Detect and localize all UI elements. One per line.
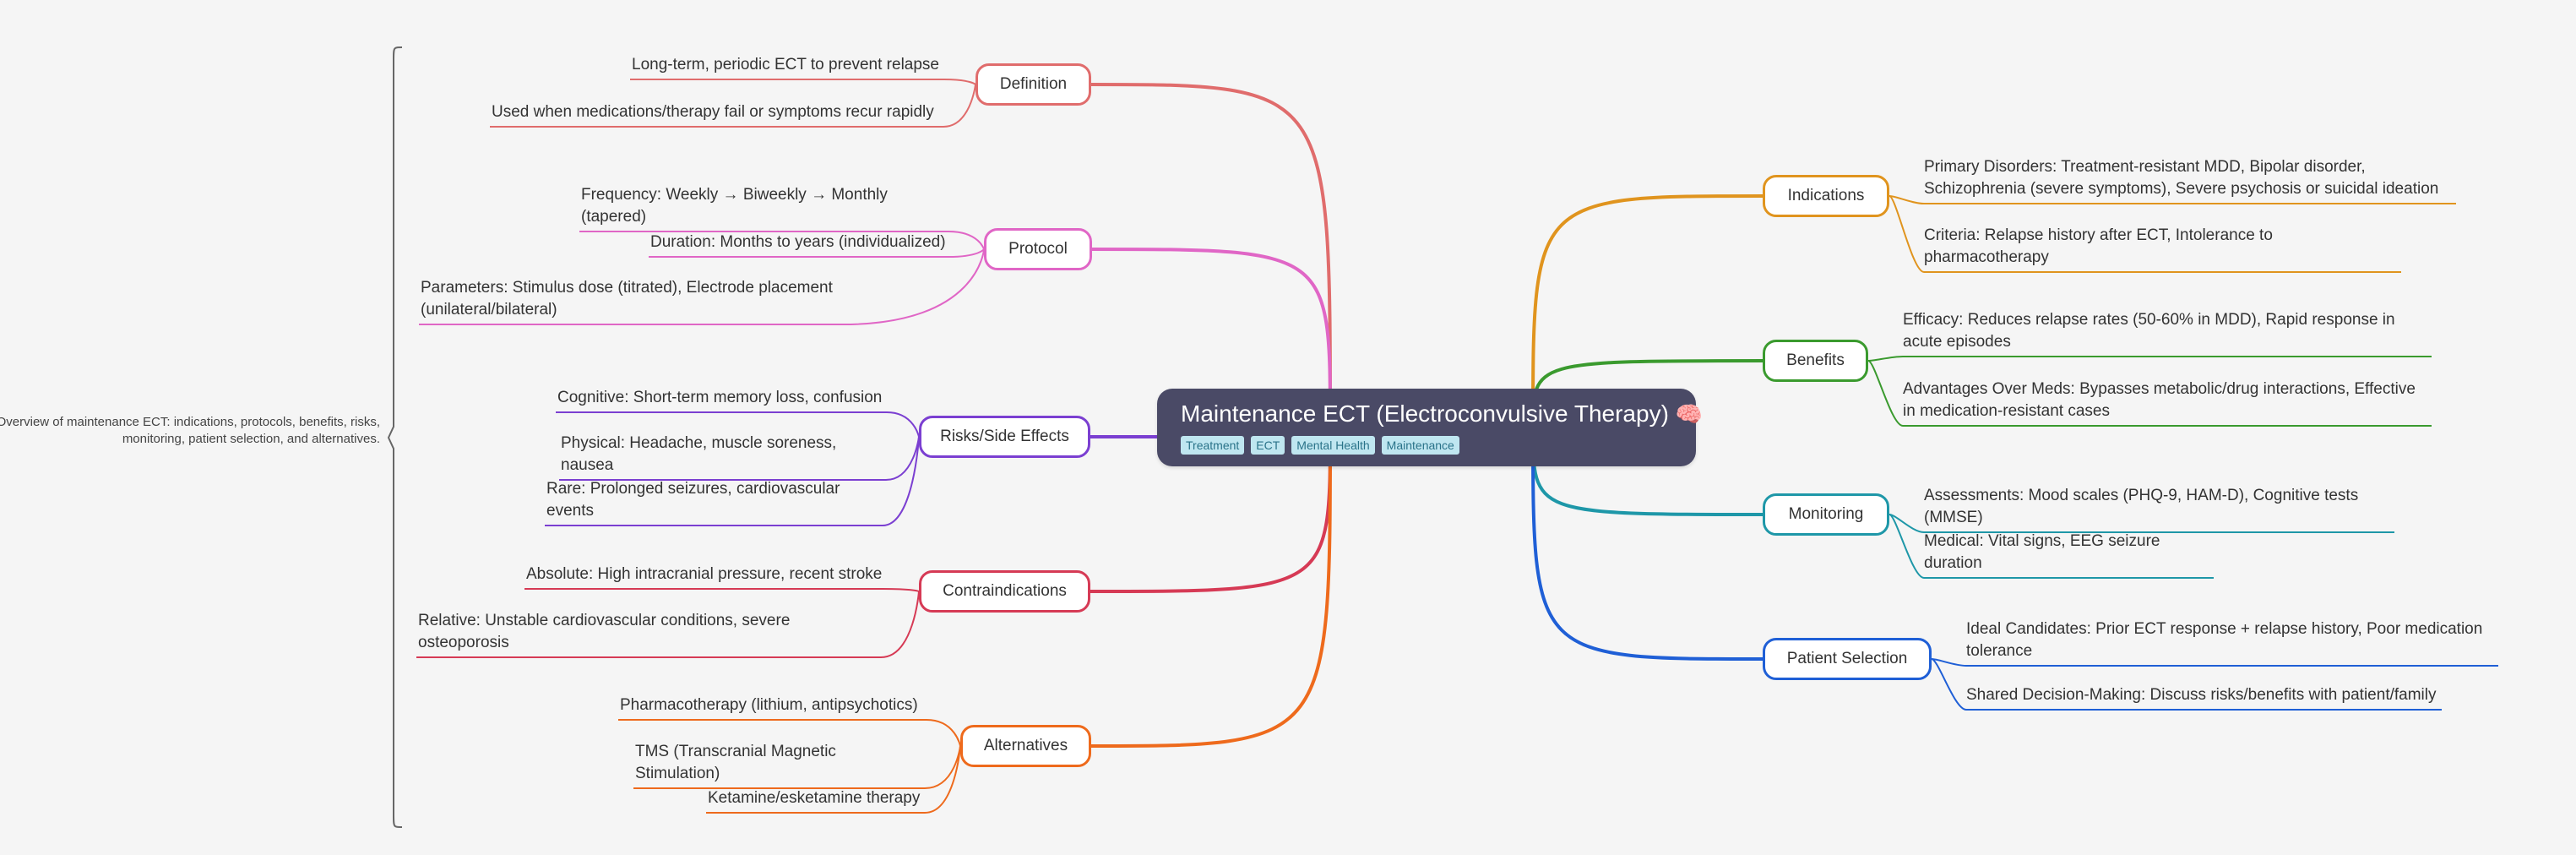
tag-list: Treatment ECT Mental Health Maintenance [1181, 436, 1672, 455]
tag: Mental Health [1291, 436, 1375, 455]
tag: Treatment [1181, 436, 1245, 455]
leaf-risks[interactable]: Rare: Prolonged seizures, cardiovascular… [546, 480, 840, 520]
branch-label: Indications [1787, 187, 1865, 204]
leaf-patient-selection[interactable]: Ideal Candidates: Prior ECT response + r… [1966, 620, 2483, 660]
leaf-connector [545, 436, 920, 526]
summary-bracket [387, 46, 403, 828]
leaf-protocol[interactable]: Duration: Months to years (individualize… [650, 233, 946, 251]
branch-label: Benefits [1786, 351, 1845, 369]
branch-monitoring[interactable]: Monitoring [1763, 493, 1889, 536]
leaf-risks[interactable]: Physical: Headache, muscle soreness, nau… [561, 434, 837, 474]
leaf-connector [1867, 356, 2432, 362]
leaf-benefits[interactable]: Advantages Over Meds: Bypasses metabolic… [1903, 380, 2416, 420]
tag: ECT [1251, 436, 1285, 455]
leaf-alternatives[interactable]: TMS (Transcranial Magnetic Stimulation) [635, 743, 836, 782]
leaf-connector [1867, 360, 2432, 427]
branch-label: Monitoring [1788, 505, 1864, 523]
leaf-definition[interactable]: Long-term, periodic ECT to prevent relap… [632, 56, 939, 74]
leaf-indications[interactable]: Criteria: Relapse history after ECT, Int… [1924, 226, 2273, 266]
leaf-connector [419, 248, 985, 325]
leaf-alternatives[interactable]: Ketamine/esketamine therapy [708, 789, 921, 807]
leaf-contraindications[interactable]: Absolute: High intracranial pressure, re… [526, 565, 883, 583]
branch-indications[interactable]: Indications [1763, 175, 1889, 217]
leaf-indications[interactable]: Primary Disorders: Treatment-resistant M… [1924, 158, 2439, 198]
leaf-contraindications[interactable]: Relative: Unstable cardiovascular condit… [418, 612, 791, 651]
branch-label: Risks/Side Effects [940, 428, 1069, 445]
branch-label: Patient Selection [1786, 650, 1908, 667]
leaf-connector [556, 411, 920, 438]
branch-connector [1091, 248, 1332, 428]
leaf-connector [1931, 658, 2498, 667]
root-title: Maintenance ECT (Electroconvulsive Thera… [1181, 399, 1703, 429]
leaf-alternatives[interactable]: Pharmacotherapy (lithium, antipsychotics… [620, 696, 918, 714]
branch-benefits[interactable]: Benefits [1763, 340, 1868, 382]
leaf-patient-selection[interactable]: Shared Decision-Making: Discuss risks/be… [1966, 686, 2437, 704]
leaf-protocol[interactable]: Frequency: Weekly → Biweekly → Monthly (… [581, 186, 888, 226]
leaf-connector [524, 588, 920, 592]
branch-connector [1090, 83, 1332, 428]
branch-connector [1090, 427, 1332, 748]
summary-note: Overview of maintenance ECT: indications… [0, 415, 380, 446]
leaf-connector [1931, 658, 2442, 711]
leaf-connector [1889, 514, 2394, 533]
leaf-connector [618, 719, 961, 747]
branch-patient-selection[interactable]: Patient Selection [1763, 638, 1932, 680]
brain-icon: 🧠 [1675, 401, 1704, 427]
branch-label: Alternatives [983, 737, 1068, 754]
branch-label: Contraindications [943, 582, 1067, 600]
leaf-definition[interactable]: Used when medications/therapy fail or sy… [492, 103, 934, 121]
leaf-connector [579, 231, 985, 250]
leaf-connector [1889, 514, 2214, 579]
leaf-connector [1889, 195, 2456, 204]
branch-contraindications[interactable]: Contraindications [919, 570, 1090, 613]
leaf-connector [1889, 195, 2401, 273]
leaf-monitoring[interactable]: Assessments: Mood scales (PHQ-9, HAM-D),… [1924, 487, 2359, 526]
branch-connector [1531, 194, 1764, 428]
branch-label: Protocol [1008, 240, 1068, 258]
root-topic[interactable]: Maintenance ECT (Electroconvulsive Thera… [1157, 389, 1703, 466]
branch-risks[interactable]: Risks/Side Effects [919, 416, 1090, 458]
leaf-risks[interactable]: Cognitive: Short-term memory loss, confu… [557, 389, 883, 406]
branch-protocol[interactable]: Protocol [984, 228, 1092, 270]
branch-connector [1531, 427, 1764, 661]
leaf-connector [416, 591, 920, 658]
branch-label: Definition [999, 75, 1068, 93]
leaf-protocol[interactable]: Parameters: Stimulus dose (titrated), El… [421, 279, 833, 319]
branch-alternatives[interactable]: Alternatives [960, 725, 1091, 767]
leaf-benefits[interactable]: Efficacy: Reduces relapse rates (50-60% … [1903, 311, 2395, 351]
leaf-connector [630, 79, 976, 85]
branch-definition[interactable]: Definition [976, 63, 1091, 106]
leaf-connector [490, 84, 976, 128]
leaf-connector [706, 745, 961, 814]
tag: Maintenance [1381, 436, 1459, 455]
leaf-monitoring[interactable]: Medical: Vital signs, EEG seizure durati… [1924, 532, 2160, 572]
root-title-text: Maintenance ECT (Electroconvulsive Thera… [1181, 400, 1669, 427]
